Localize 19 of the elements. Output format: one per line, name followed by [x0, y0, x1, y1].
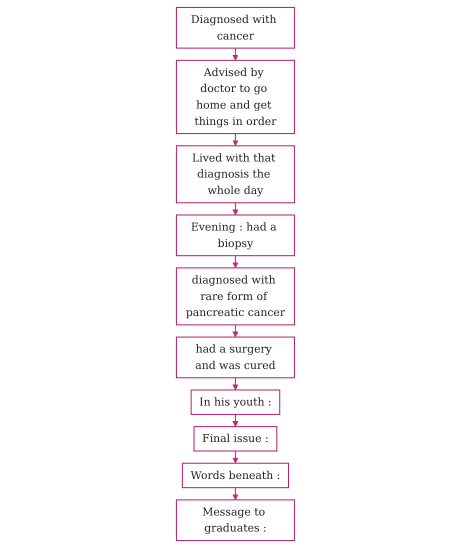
- arrow: [232, 414, 238, 427]
- node-box: Diagnosed with cancer: [176, 6, 296, 49]
- node-box: diagnosed with rare form of pancreatic cancer: [176, 267, 296, 326]
- arrow: [232, 488, 238, 500]
- arrow: [232, 324, 238, 338]
- node-box: Advised by doctor to go home and get things in order: [176, 60, 296, 134]
- node-box: Message to graduates :: [176, 499, 296, 542]
- node-box: In his youth :: [190, 389, 280, 415]
- node-box: Lived with that diagnosis the whole day: [176, 145, 296, 204]
- arrow: [232, 134, 238, 146]
- node-box: had a surgery and was cured: [176, 336, 296, 378]
- node-box: Words beneath :: [182, 462, 290, 488]
- arrow: [232, 256, 238, 268]
- arrow: [232, 48, 238, 61]
- node-box: Final issue :: [194, 426, 278, 452]
- arrow: [232, 378, 238, 390]
- node-box: Evening : had a biopsy: [176, 214, 296, 256]
- arrow: [232, 202, 238, 216]
- arrow: [232, 451, 238, 464]
